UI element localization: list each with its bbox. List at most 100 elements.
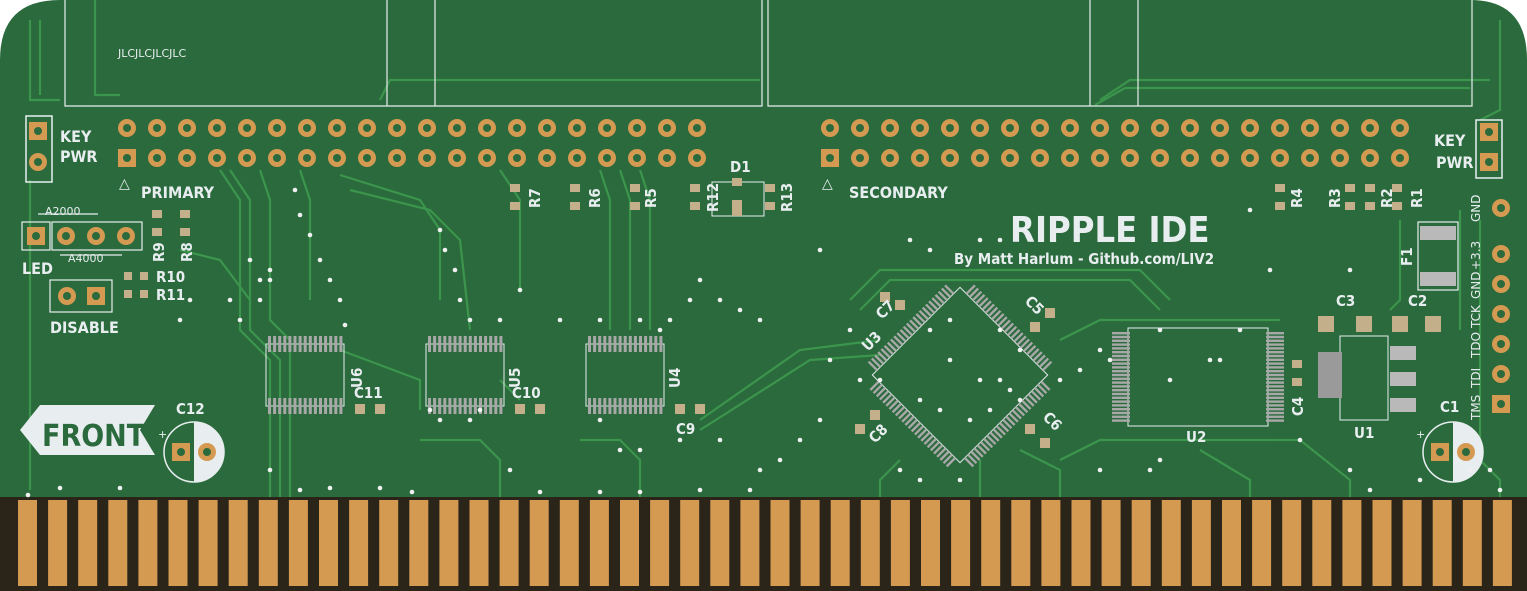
ref-r4: R4 (1288, 188, 1306, 208)
edge-finger (740, 500, 760, 586)
header-pin-hole (693, 124, 701, 132)
edge-finger (860, 500, 880, 586)
via (292, 187, 298, 193)
edge-finger (48, 500, 68, 586)
via (442, 247, 448, 253)
header-pin-hole (183, 124, 191, 132)
vias (25, 187, 1503, 498)
via (927, 327, 933, 333)
edge-finger (921, 500, 940, 586)
via (307, 232, 313, 238)
ref-r11: R11 (156, 286, 185, 304)
header-pin-hole (573, 154, 581, 162)
edge-finger (1252, 500, 1272, 586)
header-pin-hole (303, 124, 311, 132)
header-pin-hole (1246, 124, 1254, 132)
edge-finger (1161, 500, 1181, 586)
via (817, 417, 823, 423)
edge-finger (108, 500, 128, 586)
via (907, 237, 913, 243)
via (377, 485, 383, 491)
via (917, 477, 923, 483)
ref-c10: C10 (512, 384, 541, 402)
header-pin-hole (693, 154, 701, 162)
front-label: FRONT (42, 419, 146, 454)
via (1107, 357, 1113, 363)
via (57, 485, 63, 491)
edge-connector-fingers (18, 500, 1512, 586)
ref-c3: C3 (1336, 292, 1355, 310)
via (1057, 377, 1063, 383)
edge-finger (18, 500, 37, 586)
disable-label: DISABLE (50, 318, 119, 337)
edge-finger (1372, 500, 1392, 586)
primary-pin1-marker: △ (119, 176, 130, 192)
header-pin-hole (1276, 154, 1284, 162)
via (657, 327, 663, 333)
ide-header-outlines (64, 0, 1473, 107)
via (1237, 327, 1243, 333)
ref-c4: C4 (1289, 397, 1307, 416)
edge-finger (288, 500, 308, 586)
header-pin-hole (1096, 124, 1104, 132)
via (777, 457, 783, 463)
secondary-ide-header[interactable] (821, 119, 1409, 167)
via (1497, 487, 1503, 493)
edge-finger (1131, 500, 1151, 586)
via (957, 477, 963, 483)
via (1417, 477, 1423, 483)
ref-f1: F1 (1398, 247, 1416, 266)
via (897, 467, 903, 473)
jumper-left-keypwr[interactable] (25, 115, 53, 183)
via (437, 227, 443, 233)
a4000-label: A4000 (68, 252, 104, 265)
via (1007, 387, 1013, 393)
jtag-tck-label: TCK (1469, 304, 1483, 329)
edge-finger (138, 500, 158, 586)
edge-finger (680, 500, 700, 586)
edge-finger (228, 500, 248, 586)
a2000-label: A2000 (45, 205, 81, 218)
via (427, 407, 433, 413)
ref-r2: R2 (1378, 188, 1396, 208)
header-pin-hole (603, 154, 611, 162)
edge-finger (1071, 500, 1091, 586)
via (1367, 487, 1373, 493)
via (327, 277, 333, 283)
via (757, 467, 763, 473)
via (1217, 357, 1223, 363)
edge-finger (529, 500, 549, 586)
ref-r1: R1 (1408, 188, 1426, 208)
fab-marker: JLCJLCJLCJLC (117, 47, 187, 60)
via (797, 437, 803, 443)
header-pin-hole (886, 124, 894, 132)
via (257, 277, 263, 283)
header-pin-hole (573, 124, 581, 132)
smd-resistors (124, 184, 1441, 448)
disable-jumper[interactable] (49, 279, 113, 313)
via (257, 297, 263, 303)
via (667, 317, 673, 323)
primary-ide-header[interactable] (118, 119, 706, 167)
via (342, 322, 348, 328)
jtag-gnd2-label: GND (1469, 271, 1483, 299)
regulator-u1 (1318, 335, 1416, 421)
header-pin-hole (513, 154, 521, 162)
via (227, 297, 233, 303)
jtag-header[interactable] (1492, 199, 1510, 413)
model-selector-jumper[interactable] (21, 213, 143, 256)
edge-finger (559, 500, 579, 586)
jumper-right-keypwr[interactable] (1475, 119, 1503, 179)
header-pin-hole (1276, 124, 1284, 132)
via (977, 377, 983, 383)
edge-finger (710, 500, 730, 586)
via (187, 297, 193, 303)
header-pin-hole (393, 154, 401, 162)
header-pin-hole (856, 154, 864, 162)
via (827, 357, 833, 363)
header-pin-hole (916, 154, 924, 162)
ref-r10: R10 (156, 268, 185, 286)
header-pin-hole (423, 154, 431, 162)
via (997, 377, 1003, 383)
header-pin-hole (153, 124, 161, 132)
